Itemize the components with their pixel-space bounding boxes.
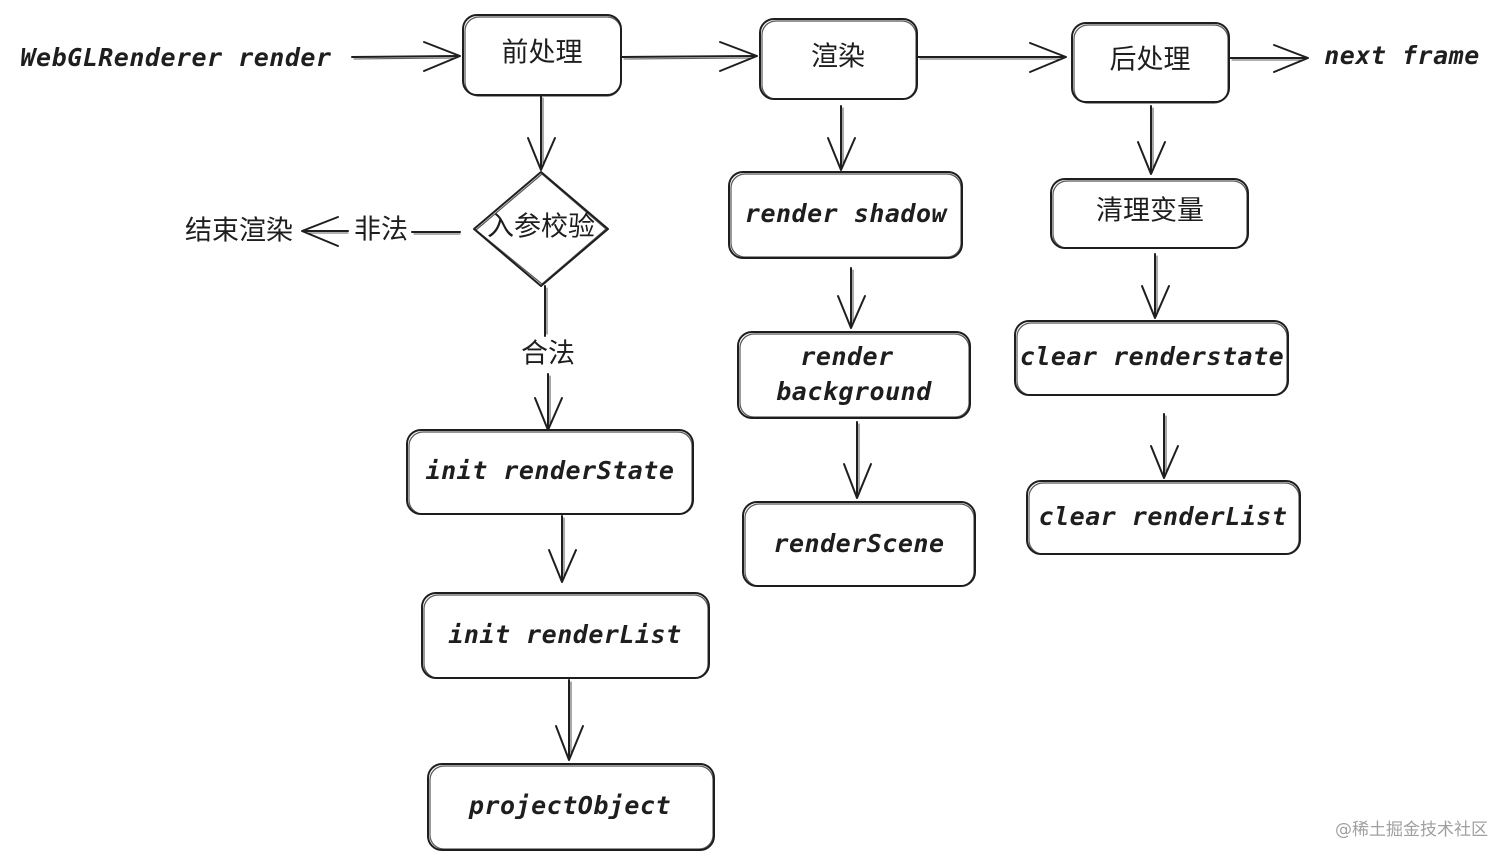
arrow-shadow-to-background xyxy=(837,267,866,329)
label-clear-renderstate: clear renderstate xyxy=(1020,342,1284,371)
arrow-clean-to-clear-state xyxy=(1141,253,1170,319)
label-clean-variables: 清理变量 xyxy=(1096,196,1204,227)
arrow-render-to-post xyxy=(917,42,1067,73)
arrow-pre-to-render xyxy=(621,41,758,72)
arrow-post-to-clean xyxy=(1137,105,1166,175)
arrow-illegal-to-stop xyxy=(301,216,349,247)
box-render-scene xyxy=(742,501,976,587)
box-pre-process xyxy=(462,14,622,97)
arrow-init-list-to-project xyxy=(555,679,584,761)
label-render-shadow: render shadow xyxy=(745,199,949,228)
box-render-background xyxy=(737,331,971,419)
label-stop: 结束渲染 xyxy=(185,216,293,247)
arrow-validate-to-illegal xyxy=(411,231,461,235)
label-render-background-line2: background xyxy=(776,377,932,406)
box-clear-renderstate xyxy=(1014,320,1289,396)
label-end: next frame xyxy=(1324,41,1480,70)
arrow-clear-state-to-clear-list xyxy=(1150,413,1179,479)
box-project-object xyxy=(427,763,715,851)
label-legal: 合法 xyxy=(521,339,575,370)
box-render-shadow xyxy=(728,171,963,259)
box-clean-variables xyxy=(1050,178,1249,249)
box-clear-renderlist xyxy=(1026,480,1301,555)
arrow-pre-to-validate xyxy=(527,95,556,171)
box-render xyxy=(759,18,918,100)
label-post-process: 后处理 xyxy=(1110,45,1191,76)
arrow-init-state-to-init-list xyxy=(548,515,577,583)
watermark: @稀土掘金技术社区 xyxy=(1335,820,1488,840)
label-project-object: projectObject xyxy=(468,791,671,820)
label-validate: 入参校验 xyxy=(487,212,595,243)
decision-validate xyxy=(473,171,609,287)
box-post-process xyxy=(1071,22,1230,104)
arrow-validate-to-legal xyxy=(544,285,548,337)
label-init-render-list: init renderList xyxy=(448,620,681,649)
label-illegal: 非法 xyxy=(354,215,408,246)
label-init-render-state: init renderState xyxy=(426,456,675,485)
label-render-background-line1: render xyxy=(800,342,893,371)
arrow-legal-to-init-state xyxy=(534,373,563,431)
label-clear-renderlist: clear renderList xyxy=(1039,502,1288,531)
arrow-background-to-scene xyxy=(843,421,872,499)
label-start: WebGLRenderer render xyxy=(20,43,331,72)
arrow-post-to-end xyxy=(1229,44,1309,73)
label-render: 渲染 xyxy=(811,42,865,73)
label-render-scene: renderScene xyxy=(773,529,944,558)
arrow-render-to-shadow xyxy=(827,105,856,171)
box-init-render-state xyxy=(406,429,694,515)
label-pre-process: 前处理 xyxy=(502,38,583,69)
arrow-start-to-pre xyxy=(351,41,461,72)
box-init-render-list xyxy=(421,592,710,679)
